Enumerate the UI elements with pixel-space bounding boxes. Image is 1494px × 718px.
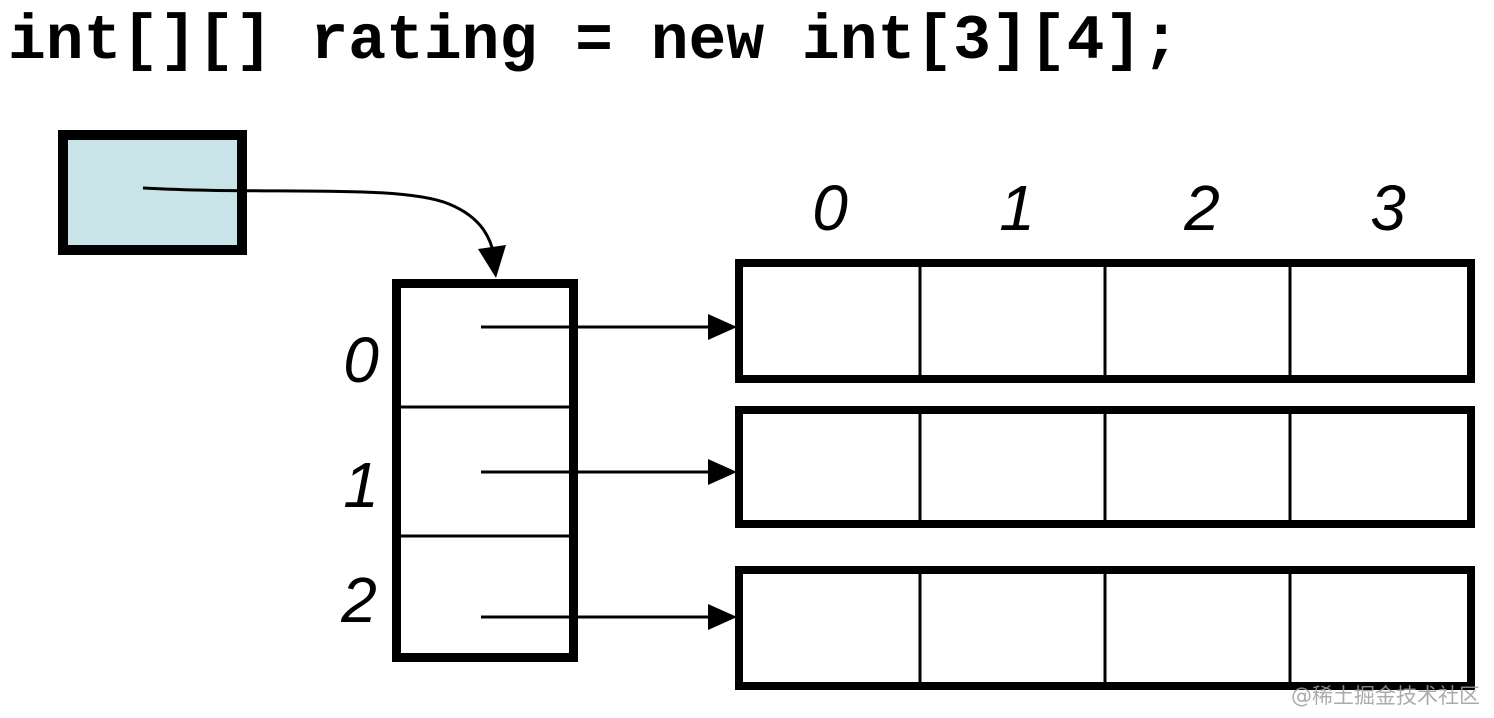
column-label-1: 1 (999, 172, 1035, 244)
watermark: @稀土掘金技术社区 (1291, 684, 1480, 708)
spine-row-label-1: 1 (343, 449, 379, 521)
column-label-3: 3 (1370, 172, 1406, 244)
row-pointer-arrowhead-icon (708, 314, 737, 340)
code-statement: int[][] rating = new int[3][4]; (8, 6, 1180, 77)
reference-pointer-arrowhead-icon (478, 245, 506, 278)
row-array-2 (735, 566, 1475, 690)
row-pointer-arrowhead-icon (708, 604, 737, 630)
column-labels: 0 1 2 3 (812, 172, 1406, 244)
row-array-1 (735, 406, 1475, 528)
row-pointer-arrowhead-icon (708, 459, 737, 485)
column-label-0: 0 (812, 172, 848, 244)
row-array-0 (735, 259, 1475, 383)
reference-variable (58, 130, 506, 278)
spine-row-label-0: 0 (343, 324, 379, 396)
reference-box (58, 130, 247, 255)
column-label-2: 2 (1183, 172, 1220, 244)
reference-pointer-line (142, 186, 497, 262)
spine-row-label-2: 2 (340, 564, 377, 636)
row-pointer-arrows (481, 314, 737, 630)
